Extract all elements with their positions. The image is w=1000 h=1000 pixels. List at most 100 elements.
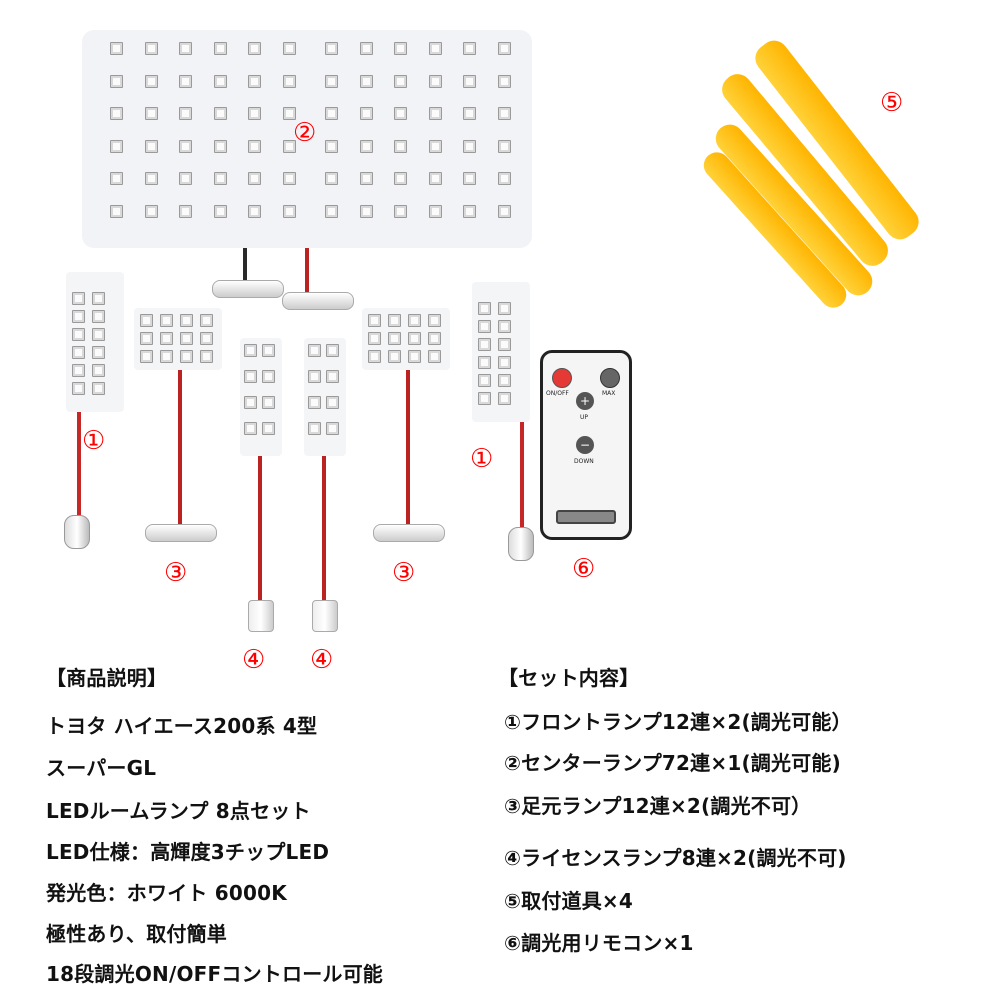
- right-list-line-2: ②センターランプ72連×1(調光可能): [504, 751, 841, 775]
- led-chip: [92, 382, 105, 395]
- led-chip: [213, 107, 227, 120]
- led-chip: [179, 107, 192, 120]
- front-right-bulb: [508, 527, 534, 561]
- led-chip: [463, 172, 476, 185]
- led-chip: [326, 422, 339, 435]
- led-chip: [359, 172, 373, 185]
- led-chip: [408, 350, 421, 363]
- led-chip: [213, 42, 227, 55]
- led-chip: [179, 42, 192, 55]
- led-chip: [282, 74, 296, 88]
- up-button[interactable]: +: [576, 392, 594, 410]
- led-chip: [144, 139, 158, 153]
- callout-5: ⑤: [880, 88, 904, 118]
- led-chip: [244, 422, 257, 435]
- led-chip: [497, 42, 511, 55]
- led-chip: [394, 172, 407, 185]
- down-button[interactable]: −: [576, 436, 594, 454]
- right-list-line-5: ⑤取付道具×4: [504, 889, 634, 913]
- led-chip: [140, 314, 153, 327]
- led-chip: [325, 139, 338, 153]
- led-chip: [325, 74, 338, 88]
- foot-left-wire: [178, 370, 182, 528]
- left-list-line-6: 極性あり、取付簡単: [46, 922, 227, 946]
- callout-1-left: ①: [82, 426, 106, 456]
- led-chip: [388, 314, 401, 327]
- led-chip: [262, 344, 275, 357]
- led-chip: [308, 396, 321, 409]
- festoon-socket: [282, 292, 354, 310]
- led-chip: [282, 42, 296, 55]
- led-chip: [262, 422, 275, 435]
- led-chip: [388, 332, 401, 345]
- led-chip: [325, 42, 338, 55]
- led-chip: [282, 204, 296, 218]
- festoon-socket: [212, 280, 284, 298]
- led-chip: [498, 302, 511, 315]
- led-chip: [326, 370, 339, 383]
- led-chip: [463, 42, 476, 55]
- led-chip: [359, 204, 373, 218]
- callout-2: ②: [293, 118, 317, 148]
- led-chip: [428, 204, 442, 218]
- led-chip: [179, 74, 192, 88]
- led-chip: [244, 370, 257, 383]
- led-chip: [179, 204, 192, 218]
- led-chip: [368, 314, 381, 327]
- max-button[interactable]: [600, 368, 620, 388]
- led-chip: [498, 356, 511, 369]
- led-chip: [359, 42, 373, 55]
- callout-6: ⑥: [572, 554, 596, 584]
- led-chip: [497, 172, 511, 185]
- led-chip: [179, 139, 192, 153]
- led-chip: [497, 139, 511, 153]
- license-right-wire: [322, 456, 326, 604]
- led-chip: [244, 344, 257, 357]
- led-chip: [180, 314, 193, 327]
- led-chip: [463, 139, 476, 153]
- right-list-heading: 【セット内容】: [498, 666, 640, 690]
- led-chip: [110, 204, 123, 218]
- led-chip: [144, 107, 158, 120]
- front-left-wire: [77, 412, 81, 522]
- led-chip: [144, 42, 158, 55]
- led-chip: [497, 107, 511, 120]
- right-list-line-1: ①フロントランプ12連×2(調光可能）: [504, 710, 852, 734]
- led-chip: [394, 74, 407, 88]
- led-chip: [72, 310, 85, 323]
- left-list-line-3: LEDルームランプ 8点セット: [46, 799, 311, 823]
- festoon-socket: [145, 524, 217, 542]
- led-chip: [72, 382, 85, 395]
- led-chip: [428, 74, 442, 88]
- led-chip: [478, 392, 491, 405]
- led-chip: [213, 74, 227, 88]
- led-chip: [282, 107, 296, 120]
- led-chip: [325, 204, 338, 218]
- led-chip: [394, 139, 407, 153]
- led-chip: [140, 350, 153, 363]
- led-chip: [308, 370, 321, 383]
- led-chip: [248, 139, 261, 153]
- led-chip: [326, 344, 339, 357]
- led-chip: [498, 320, 511, 333]
- led-chip: [200, 314, 213, 327]
- led-chip: [244, 396, 257, 409]
- led-chip: [428, 139, 442, 153]
- power-button[interactable]: [552, 368, 572, 388]
- left-list-line-5: 発光色：ホワイト 6000K: [46, 881, 287, 905]
- led-chip: [428, 172, 442, 185]
- license-left-wire: [258, 456, 262, 604]
- led-chip: [248, 204, 261, 218]
- led-chip: [408, 314, 421, 327]
- t10-bulb: [248, 600, 274, 632]
- led-chip: [428, 332, 441, 345]
- led-chip: [463, 107, 476, 120]
- led-chip: [359, 139, 373, 153]
- led-chip: [368, 350, 381, 363]
- led-chip: [200, 350, 213, 363]
- led-chip: [72, 346, 85, 359]
- led-chip: [72, 328, 85, 341]
- led-chip: [478, 356, 491, 369]
- led-chip: [478, 320, 491, 333]
- max-label: MAX: [602, 390, 616, 397]
